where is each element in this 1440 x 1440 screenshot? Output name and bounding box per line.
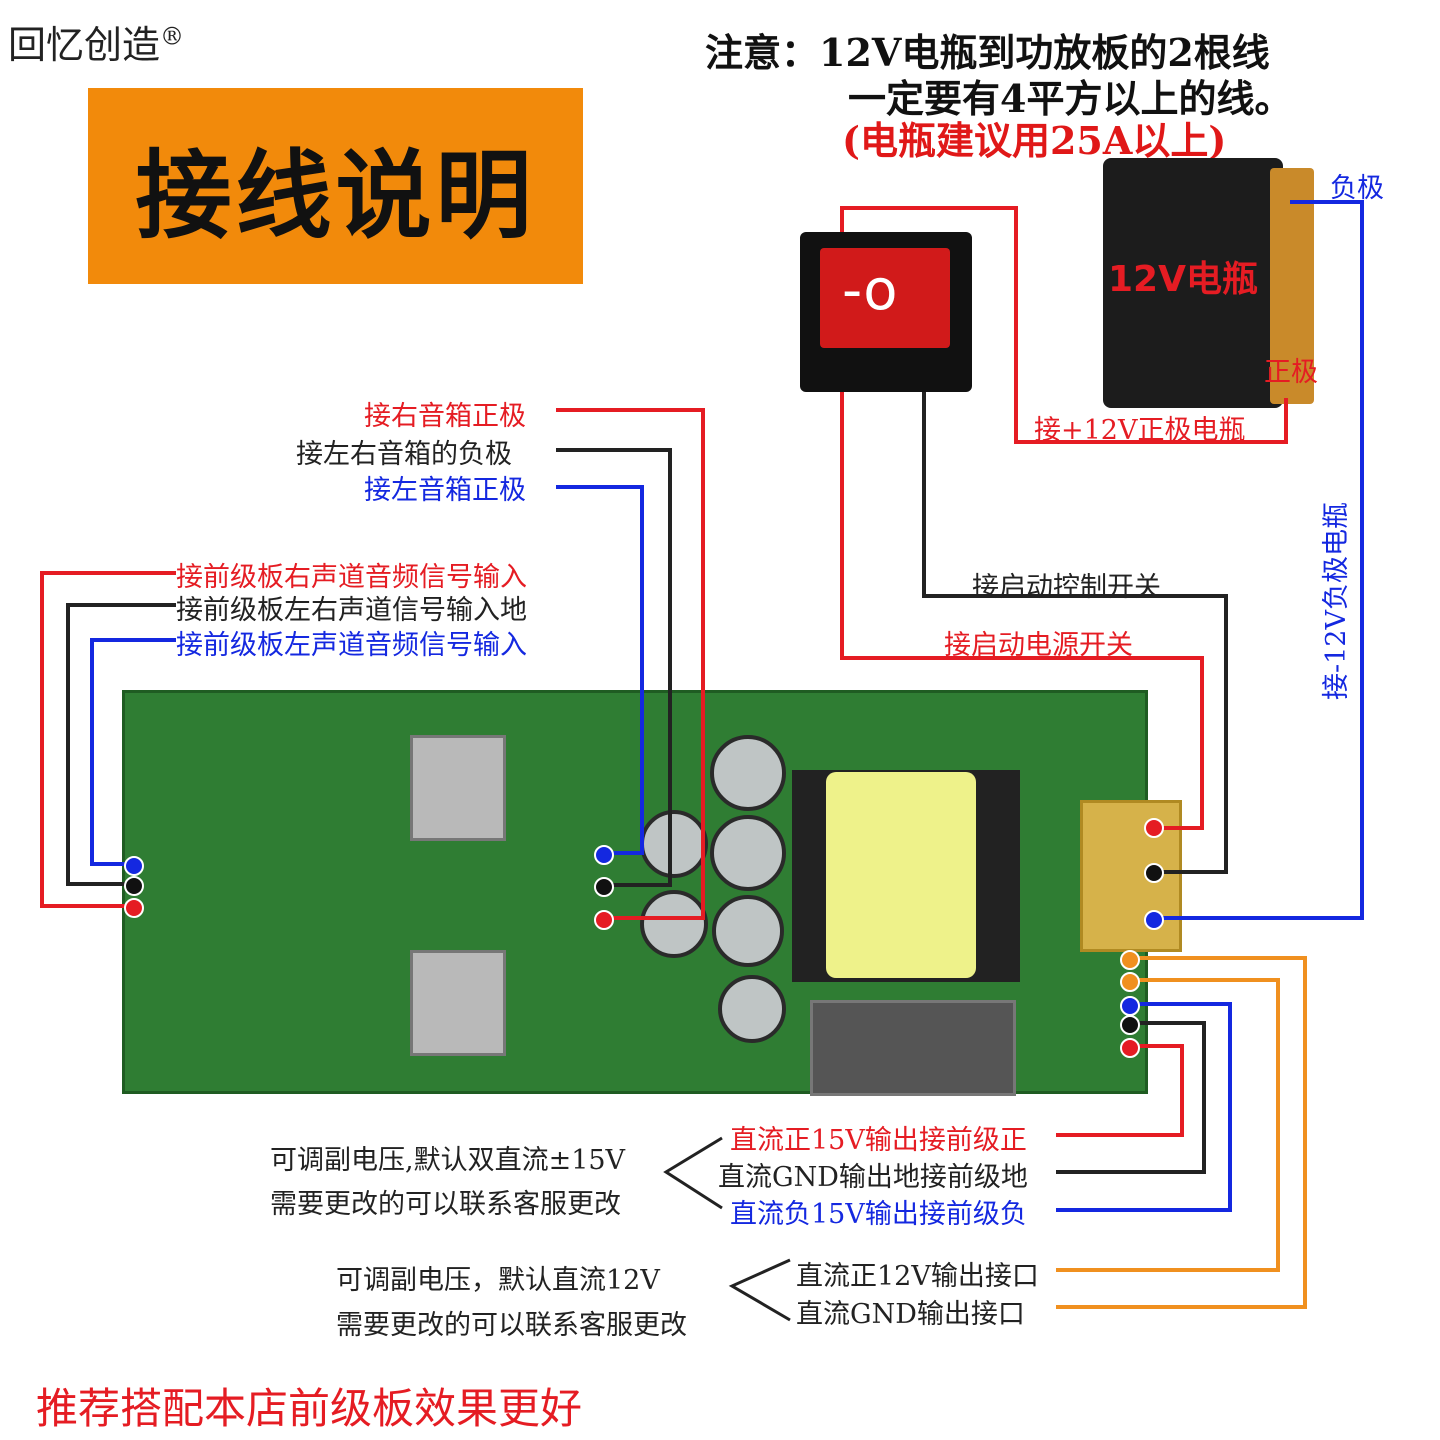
control-switch-dot bbox=[1144, 863, 1164, 883]
capacitor-6 bbox=[718, 975, 786, 1043]
wire-control-switch bbox=[922, 392, 1228, 874]
wire-dc12-gnd bbox=[1056, 956, 1307, 1309]
battery-image bbox=[1103, 158, 1283, 408]
label-left-speaker-pos: 接左音箱正极 bbox=[364, 475, 526, 506]
dc15-neg-dot bbox=[1120, 996, 1140, 1016]
rocker-switch-face bbox=[820, 248, 950, 348]
wire-dc15-pos bbox=[1056, 1044, 1184, 1137]
label-input-right: 接前级板右声道音频信号输入 bbox=[176, 562, 527, 593]
dc15-gnd-dot bbox=[1120, 1015, 1140, 1035]
power-switch-dot bbox=[1144, 818, 1164, 838]
brand-logo: 回忆创造® bbox=[8, 14, 184, 69]
wire-dc15-neg bbox=[1056, 1002, 1232, 1212]
bracket-dc15 bbox=[663, 1136, 723, 1210]
brand-name: 回忆创造 bbox=[8, 23, 161, 67]
dc15-note-1: 可调副电压,默认双直流±15V bbox=[270, 1145, 626, 1176]
label-input-ground: 接前级板左右声道信号输入地 bbox=[176, 595, 527, 626]
battery-positive-label: 正极 bbox=[1264, 357, 1318, 388]
note-line-3: (电瓶建议用25A以上) bbox=[842, 118, 1227, 163]
input-right-dot bbox=[124, 898, 144, 918]
capacitor-5 bbox=[712, 895, 784, 967]
wire-speaker-common-neg bbox=[556, 448, 672, 887]
transformer-coil bbox=[826, 772, 976, 978]
dc12-note-1: 可调副电压，默认直流12V bbox=[336, 1265, 660, 1296]
note-line-1: 注意：12V电瓶到功放板的2根线 bbox=[705, 30, 1270, 75]
label-dc15-pos: 直流正15V输出接前级正 bbox=[730, 1125, 1027, 1156]
input-left-dot bbox=[124, 856, 144, 876]
note-line-2: 一定要有4平方以上的线。 bbox=[848, 76, 1293, 121]
wire-dc12-pos bbox=[1056, 978, 1280, 1272]
speaker-neg-dot bbox=[594, 877, 614, 897]
switch-power-icon: -o bbox=[842, 258, 898, 323]
label-dc12-pos: 直流正12V输出接口 bbox=[796, 1261, 1039, 1292]
label-right-speaker-pos: 接右音箱正极 bbox=[364, 401, 526, 432]
dc12-gnd-dot bbox=[1120, 950, 1140, 970]
label-dc15-gnd: 直流GND输出地接前级地 bbox=[718, 1162, 1028, 1193]
dc15-pos-dot bbox=[1120, 1038, 1140, 1058]
wire-dc15-gnd bbox=[1056, 1021, 1206, 1174]
label-control-switch: 接启动控制开关 bbox=[972, 572, 1161, 603]
wire-power-switch bbox=[840, 392, 1204, 830]
left-speaker-dot bbox=[594, 845, 614, 865]
footer-recommendation: 推荐搭配本店前级板效果更好 bbox=[36, 1384, 583, 1433]
battery-terminal-side bbox=[1270, 168, 1314, 404]
heatsink-upper bbox=[410, 735, 506, 841]
label-battery-positive-wire: 接+12V正极电瓶 bbox=[1034, 415, 1246, 446]
wire-switch-to-battery bbox=[840, 206, 1288, 444]
dc15-note-2: 需要更改的可以联系客服更改 bbox=[270, 1189, 621, 1220]
power-terminal-block bbox=[1080, 800, 1182, 952]
capacitor-2 bbox=[640, 890, 708, 958]
battery-label: 12V电瓶 bbox=[1108, 259, 1258, 300]
page-title: 接线说明 bbox=[135, 139, 536, 252]
battery-negative-label: 负极 bbox=[1330, 173, 1384, 204]
regulator-bank bbox=[810, 1000, 1016, 1096]
label-power-switch: 接启动电源开关 bbox=[944, 630, 1133, 661]
input-ground-dot bbox=[124, 876, 144, 896]
label-dc12-gnd: 直流GND输出接口 bbox=[796, 1299, 1025, 1330]
registered-mark: ® bbox=[160, 22, 185, 51]
wire-input-right bbox=[40, 571, 176, 908]
capacitor-3 bbox=[710, 735, 786, 811]
dc12-note-2: 需要更改的可以联系客服更改 bbox=[336, 1310, 687, 1341]
wire-input-ground bbox=[66, 603, 176, 886]
wire-left-speaker-pos bbox=[556, 485, 644, 855]
bracket-dc12 bbox=[728, 1258, 791, 1322]
wire-battery-negative bbox=[1154, 200, 1364, 920]
label-speaker-common-neg: 接左右音箱的负极 bbox=[296, 439, 512, 470]
label-battery-negative-wire: 接-12V负极电瓶 bbox=[1321, 502, 1352, 700]
battery-neg-dot bbox=[1144, 910, 1164, 930]
dc12-pos-dot bbox=[1120, 972, 1140, 992]
capacitor-1 bbox=[640, 810, 708, 878]
wire-input-left bbox=[90, 638, 176, 866]
right-speaker-dot bbox=[594, 910, 614, 930]
label-input-left: 接前级板左声道音频信号输入 bbox=[176, 630, 527, 661]
label-dc15-neg: 直流负15V输出接前级负 bbox=[730, 1199, 1027, 1230]
title-banner bbox=[88, 88, 583, 284]
wire-right-speaker-pos bbox=[556, 408, 705, 920]
heatsink-lower bbox=[410, 950, 506, 1056]
capacitor-4 bbox=[710, 815, 786, 891]
